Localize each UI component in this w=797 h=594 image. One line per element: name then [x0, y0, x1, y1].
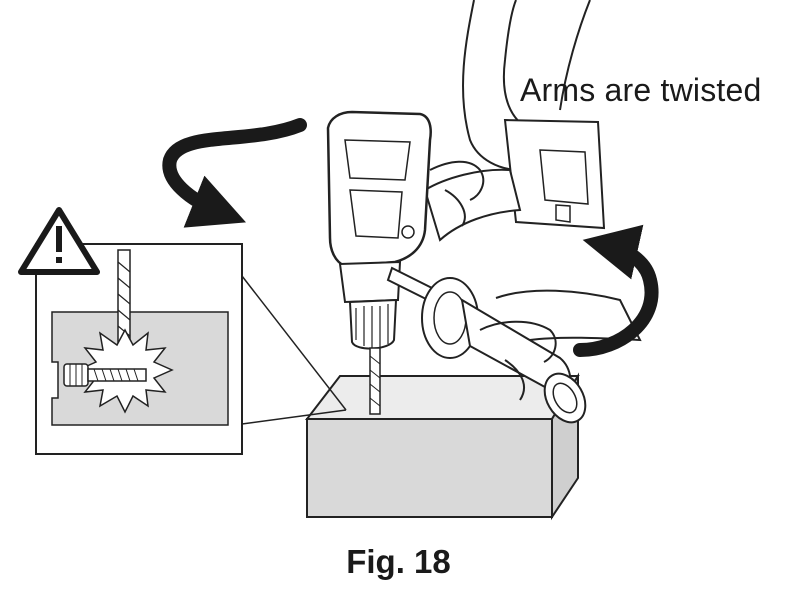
- warning-triangle-icon: [18, 207, 100, 275]
- inset-detail-panel: [35, 243, 347, 455]
- rotation-arrow-left-icon: [162, 118, 307, 228]
- lower-arm: [479, 289, 642, 401]
- inset-bolt: [63, 363, 147, 387]
- side-handle: [386, 266, 587, 424]
- drill-body: [326, 110, 606, 350]
- figure-caption: Fig. 18: [346, 543, 451, 580]
- drill-bit: [369, 347, 381, 415]
- rotation-arrow-right-icon: [573, 224, 659, 357]
- callout-arms-twisted: Arms are twisted: [520, 72, 762, 108]
- workpiece-block: [304, 372, 580, 521]
